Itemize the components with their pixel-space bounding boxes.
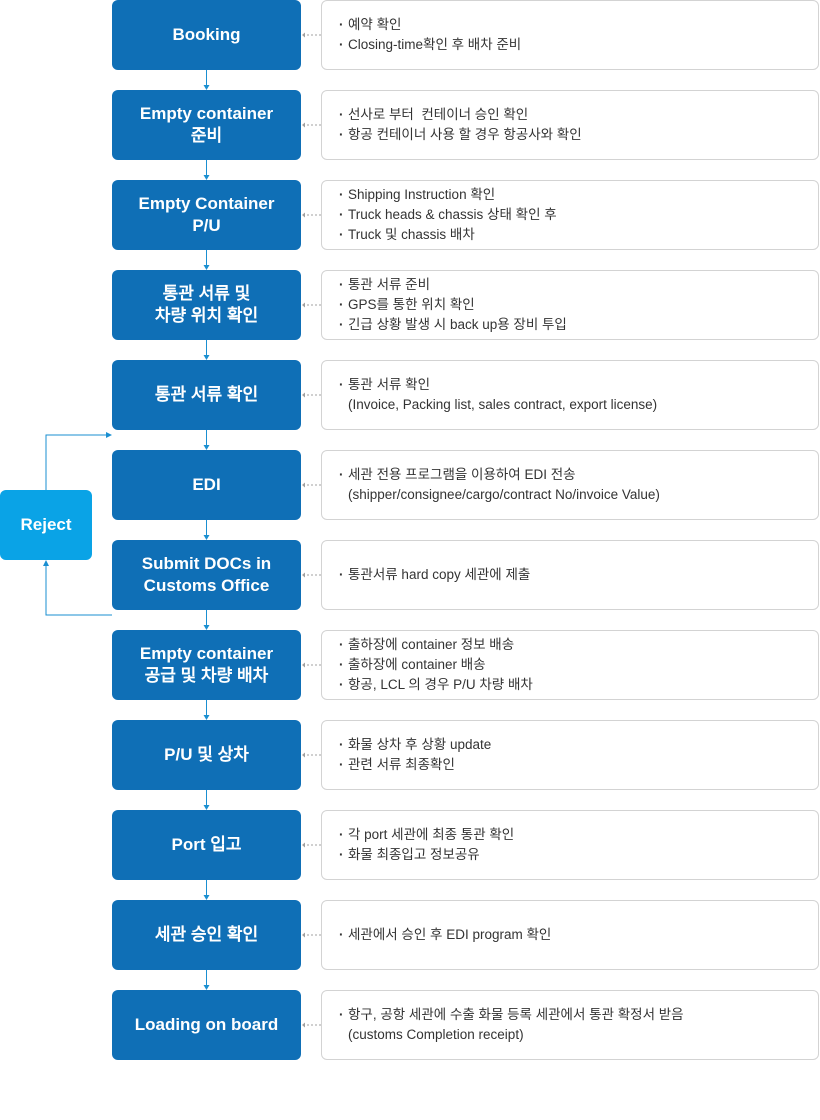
leader-arrowhead xyxy=(302,1022,305,1028)
step-description: 예약 확인Closing-time확인 후 배차 준비 xyxy=(321,0,819,70)
leader-arrowhead xyxy=(302,212,305,218)
leader-arrowhead xyxy=(302,752,305,758)
step-label: Loading on board xyxy=(134,1015,279,1034)
detail-item: 예약 확인 xyxy=(338,15,521,35)
step-description: 화물 상차 후 상황 update관련 서류 최종확인 xyxy=(321,720,819,790)
leader-arrowhead xyxy=(302,842,305,848)
leader-arrowhead xyxy=(302,392,305,398)
detail-list: 항구, 공항 세관에 수출 화물 등록 세관에서 통관 확정서 받음 (cust… xyxy=(338,1005,684,1045)
step-description: 세관에서 승인 후 EDI program 확인 xyxy=(321,900,819,970)
detail-item: 긴급 상황 발생 시 back up용 장비 투입 xyxy=(338,315,567,335)
reject-loop-in xyxy=(45,565,112,616)
detail-item: 선사로 부터 컨테이너 승인 확인 xyxy=(338,105,582,125)
reject-label: Reject xyxy=(20,515,72,534)
detail-list: 세관 전용 프로그램을 이용하여 EDI 전송 (shipper/consign… xyxy=(338,465,660,505)
step-label: 통관 서류 및 차량 위치 확인 xyxy=(154,284,259,325)
step-label: P/U 및 상차 xyxy=(164,745,249,764)
detail-item: Shipping Instruction 확인 xyxy=(338,185,557,205)
step-box: Empty container 공급 및 차량 배차 xyxy=(112,630,301,700)
step-box: Port 입고 xyxy=(112,810,301,880)
detail-item: 항공 컨테이너 사용 할 경우 항공사와 확인 xyxy=(338,125,582,145)
step-label: Booking xyxy=(172,25,241,44)
detail-list: 통관 서류 준비GPS를 통한 위치 확인긴급 상황 발생 시 back up용… xyxy=(338,275,567,335)
step-box: 세관 승인 확인 xyxy=(112,900,301,970)
detail-item: 세관 전용 프로그램을 이용하여 EDI 전송 (shipper/consign… xyxy=(338,465,660,505)
detail-list: 화물 상차 후 상황 update관련 서류 최종확인 xyxy=(338,735,491,775)
step-box: Submit DOCs in Customs Office xyxy=(112,540,301,610)
detail-item: 통관 서류 준비 xyxy=(338,275,567,295)
detail-item: 통관서류 hard copy 세관에 제출 xyxy=(338,565,530,585)
leader-arrowhead xyxy=(302,122,305,128)
step-box: 통관 서류 및 차량 위치 확인 xyxy=(112,270,301,340)
detail-list: 통관 서류 확인 (Invoice, Packing list, sales c… xyxy=(338,375,657,415)
step-description: 통관 서류 확인 (Invoice, Packing list, sales c… xyxy=(321,360,819,430)
detail-list: 예약 확인Closing-time확인 후 배차 준비 xyxy=(338,15,521,55)
step-box: EDI xyxy=(112,450,301,520)
detail-item: Truck heads & chassis 상태 확인 후 xyxy=(338,205,557,225)
detail-list: 각 port 세관에 최종 통관 확인화물 최종입고 정보공유 xyxy=(338,825,514,865)
step-label: EDI xyxy=(192,475,221,494)
reject-loop-out xyxy=(45,434,106,490)
step-description: Shipping Instruction 확인Truck heads & cha… xyxy=(321,180,819,250)
step-label: Port 입고 xyxy=(171,835,242,854)
detail-item: Closing-time확인 후 배차 준비 xyxy=(338,35,521,55)
detail-list: 출하장에 container 정보 배송출하장에 container 배송항공,… xyxy=(338,635,533,695)
step-description: 출하장에 container 정보 배송출하장에 container 배송항공,… xyxy=(321,630,819,700)
detail-item: 항구, 공항 세관에 수출 화물 등록 세관에서 통관 확정서 받음 (cust… xyxy=(338,1005,684,1045)
leader-arrowhead xyxy=(302,482,305,488)
detail-item: 세관에서 승인 후 EDI program 확인 xyxy=(338,925,551,945)
detail-list: 통관서류 hard copy 세관에 제출 xyxy=(338,565,530,585)
step-box: P/U 및 상차 xyxy=(112,720,301,790)
detail-item: 통관 서류 확인 (Invoice, Packing list, sales c… xyxy=(338,375,657,415)
step-description: 선사로 부터 컨테이너 승인 확인항공 컨테이너 사용 할 경우 항공사와 확인 xyxy=(321,90,819,160)
leader-arrowhead xyxy=(302,302,305,308)
step-box: Empty container 준비 xyxy=(112,90,301,160)
step-label: Empty container 공급 및 차량 배차 xyxy=(139,644,274,685)
reject-right-arrowhead xyxy=(106,432,112,438)
step-description: 각 port 세관에 최종 통관 확인화물 최종입고 정보공유 xyxy=(321,810,819,880)
step-description: 통관서류 hard copy 세관에 제출 xyxy=(321,540,819,610)
step-box: Loading on board xyxy=(112,990,301,1060)
step-label: Empty Container P/U xyxy=(138,194,275,235)
detail-item: 관련 서류 최종확인 xyxy=(338,755,491,775)
leader-arrowhead xyxy=(302,32,305,38)
leader-arrowhead xyxy=(302,932,305,938)
step-description: 항구, 공항 세관에 수출 화물 등록 세관에서 통관 확정서 받음 (cust… xyxy=(321,990,819,1060)
step-label: Submit DOCs in Customs Office xyxy=(141,554,272,595)
detail-list: 선사로 부터 컨테이너 승인 확인항공 컨테이너 사용 할 경우 항공사와 확인 xyxy=(338,105,582,145)
detail-item: 출하장에 container 배송 xyxy=(338,655,533,675)
detail-item: 각 port 세관에 최종 통관 확인 xyxy=(338,825,514,845)
detail-item: 화물 최종입고 정보공유 xyxy=(338,845,514,865)
detail-item: GPS를 통한 위치 확인 xyxy=(338,295,567,315)
detail-list: Shipping Instruction 확인Truck heads & cha… xyxy=(338,185,557,245)
step-label: Empty container 준비 xyxy=(139,104,274,145)
step-description: 세관 전용 프로그램을 이용하여 EDI 전송 (shipper/consign… xyxy=(321,450,819,520)
leader-arrowhead xyxy=(302,662,305,668)
step-label: 세관 승인 확인 xyxy=(154,925,259,944)
step-label: 통관 서류 확인 xyxy=(154,385,259,404)
step-box: 통관 서류 확인 xyxy=(112,360,301,430)
detail-item: 출하장에 container 정보 배송 xyxy=(338,635,533,655)
step-description: 통관 서류 준비GPS를 통한 위치 확인긴급 상황 발생 시 back up용… xyxy=(321,270,819,340)
reject-box: Reject xyxy=(0,490,92,560)
step-box: Empty Container P/U xyxy=(112,180,301,250)
detail-item: Truck 및 chassis 배차 xyxy=(338,225,557,245)
reject-up-arrowhead xyxy=(43,560,49,566)
detail-item: 항공, LCL 의 경우 P/U 차량 배차 xyxy=(338,675,533,695)
detail-list: 세관에서 승인 후 EDI program 확인 xyxy=(338,925,551,945)
step-box: Booking xyxy=(112,0,301,70)
detail-item: 화물 상차 후 상황 update xyxy=(338,735,491,755)
leader-arrowhead xyxy=(302,572,305,578)
